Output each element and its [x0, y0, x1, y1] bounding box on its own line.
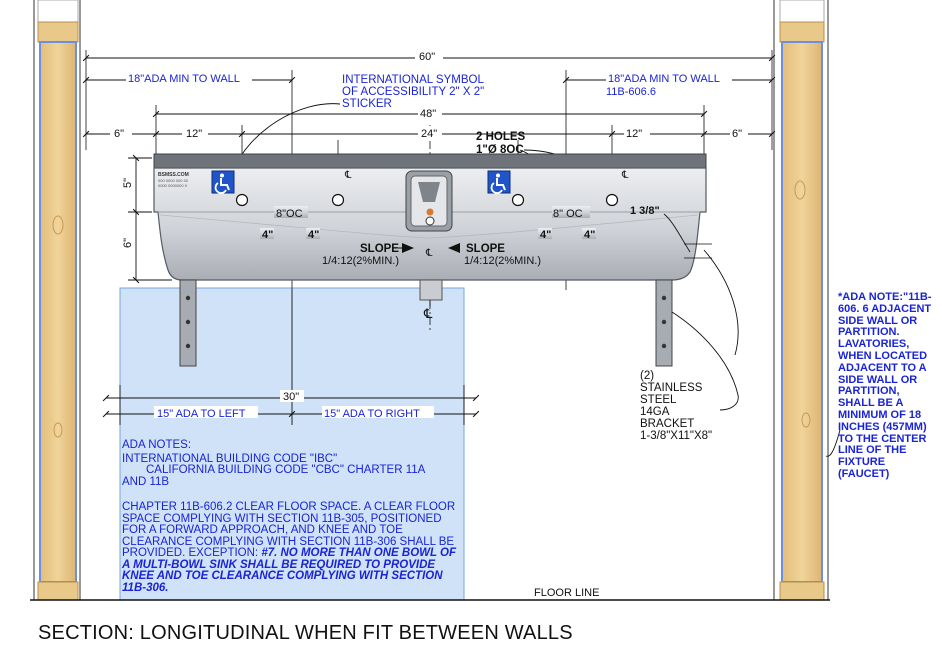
- bracket-note-line: (2): [640, 370, 655, 382]
- centerline-symbol: ℄: [423, 306, 433, 321]
- ada-notes-ibc: INTERNATIONAL BUILDING CODE "IBC": [122, 452, 338, 465]
- ada-notes-exception: #7. NO MORE THAN ONE BOWL OF A MULTI-BOW…: [122, 547, 456, 594]
- svg-text:0000 0000000 0: 0000 0000000 0: [158, 183, 188, 188]
- dim-right-edge: 6": [732, 128, 742, 140]
- dim-four-b: 4": [308, 229, 319, 241]
- ada-notes-chapter: CHAPTER 11B-606.2 CLEAR FLOOR SPACE. A C…: [122, 501, 462, 594]
- sticker-note-2: OF ACCESSIBILITY 2" X 2": [342, 86, 484, 98]
- svg-text:BSMSS.COM: BSMSS.COM: [158, 172, 189, 178]
- dim-ada-to-left: 15" ADA TO LEFT: [157, 408, 246, 420]
- brand-label: BSMSS.COM 000 0000 000 00 0000 0000000 0: [158, 172, 189, 188]
- cl-mark-left: ℄: [344, 170, 352, 181]
- dim-center-24: 24": [421, 128, 437, 140]
- dim-left-12: 12": [186, 128, 202, 140]
- dim-height-6: 6": [122, 238, 134, 248]
- dim-four-c: 4": [540, 229, 551, 241]
- accessibility-sticker-left-icon: [211, 170, 235, 194]
- cl-mark-center: ℄: [425, 248, 433, 259]
- dim-inner: 48": [420, 108, 436, 120]
- bracket-left: [179, 279, 197, 367]
- slope-right: SLOPE 1/4:12(2%MIN.): [448, 243, 541, 267]
- bracket-note-line: STEEL: [640, 394, 677, 406]
- section-caption: SECTION: LONGITUDINAL WHEN FIT BETWEEN W…: [38, 622, 573, 644]
- dim-four-a: 4": [262, 229, 273, 241]
- faucet-hole-3: [511, 193, 525, 207]
- dim-oc-left: 8"OC: [276, 208, 303, 220]
- bracket-right: [655, 279, 673, 367]
- dim-clear-30: 30": [283, 391, 299, 403]
- drain-tailpiece: [419, 279, 443, 301]
- svg-text:SLOPE: SLOPE: [360, 243, 399, 255]
- floor-line-label: FLOOR LINE: [534, 587, 599, 599]
- svg-text:000 0000 000 00: 000 0000 000 00: [158, 178, 189, 183]
- bracket-note-line: STAINLESS: [640, 382, 703, 394]
- accessibility-sticker-right-icon: [487, 170, 511, 194]
- dim-overall: 60": [419, 51, 435, 63]
- left-wall: [33, 0, 81, 601]
- dim-ada-right: 18"ADA MIN TO WALL: [608, 73, 720, 85]
- ada-notes-title: ADA NOTES:: [122, 439, 192, 451]
- bracket-note: (2) STAINLESS STEEL 14GA BRACKET 1-3/8"X…: [640, 370, 712, 442]
- ada-notes-cbc-1: CALIFORNIA BUILDING CODE "CBC" CHARTER 1…: [146, 464, 426, 476]
- dim-oc-right: 8" OC: [553, 208, 583, 220]
- dim-left-edge: 6": [114, 128, 124, 140]
- faucet-hole-2: [331, 193, 345, 207]
- bracket-note-line: BRACKET: [640, 418, 695, 430]
- slope-left: SLOPE 1/4:12(2%MIN.): [322, 243, 414, 267]
- holes-title: 2 HOLES: [476, 131, 526, 143]
- dim-ada-left: 18"ADA MIN TO WALL: [128, 73, 240, 85]
- ada-notes-chapter-text: CHAPTER 11B-606.2 CLEAR FLOOR SPACE. A C…: [122, 501, 456, 559]
- ada-notes: ADA NOTES: INTERNATIONAL BUILDING CODE "…: [122, 439, 462, 603]
- faucet-hole-1: [235, 193, 249, 207]
- svg-text:SLOPE: SLOPE: [466, 243, 505, 255]
- faucet-hole-4: [605, 193, 619, 207]
- sticker-note-3: STICKER: [342, 98, 392, 110]
- dim-ada-to-right: 15" ADA TO RIGHT: [324, 408, 420, 420]
- sensor-faucet: [405, 170, 453, 232]
- sticker-note-1: INTERNATIONAL SYMBOL: [342, 74, 484, 86]
- dim-ada-right-code: 11B-606.6: [606, 86, 656, 98]
- holes-sub: 1"Ø 8OC: [476, 144, 524, 156]
- cl-mark-right: ℄: [621, 170, 629, 181]
- dim-right-12: 12": [626, 128, 642, 140]
- right-wall: [773, 0, 829, 601]
- bracket-note-line: 14GA: [640, 406, 670, 418]
- ada-side-note: *ADA NOTE:"11B-606. 6 ADJACENT SIDE WALL…: [838, 291, 932, 480]
- ada-notes-cbc-2: AND 11B: [122, 475, 170, 488]
- dim-four-d: 4": [584, 229, 595, 241]
- svg-text:1/4:12(2%MIN.): 1/4:12(2%MIN.): [464, 255, 541, 267]
- bracket-note-line: 1-3/8"X11"X8": [640, 430, 713, 442]
- dim-height-5: 5": [122, 178, 134, 188]
- svg-text:1/4:12(2%MIN.): 1/4:12(2%MIN.): [322, 255, 399, 267]
- dim-rim: 1 3/8": [630, 205, 660, 217]
